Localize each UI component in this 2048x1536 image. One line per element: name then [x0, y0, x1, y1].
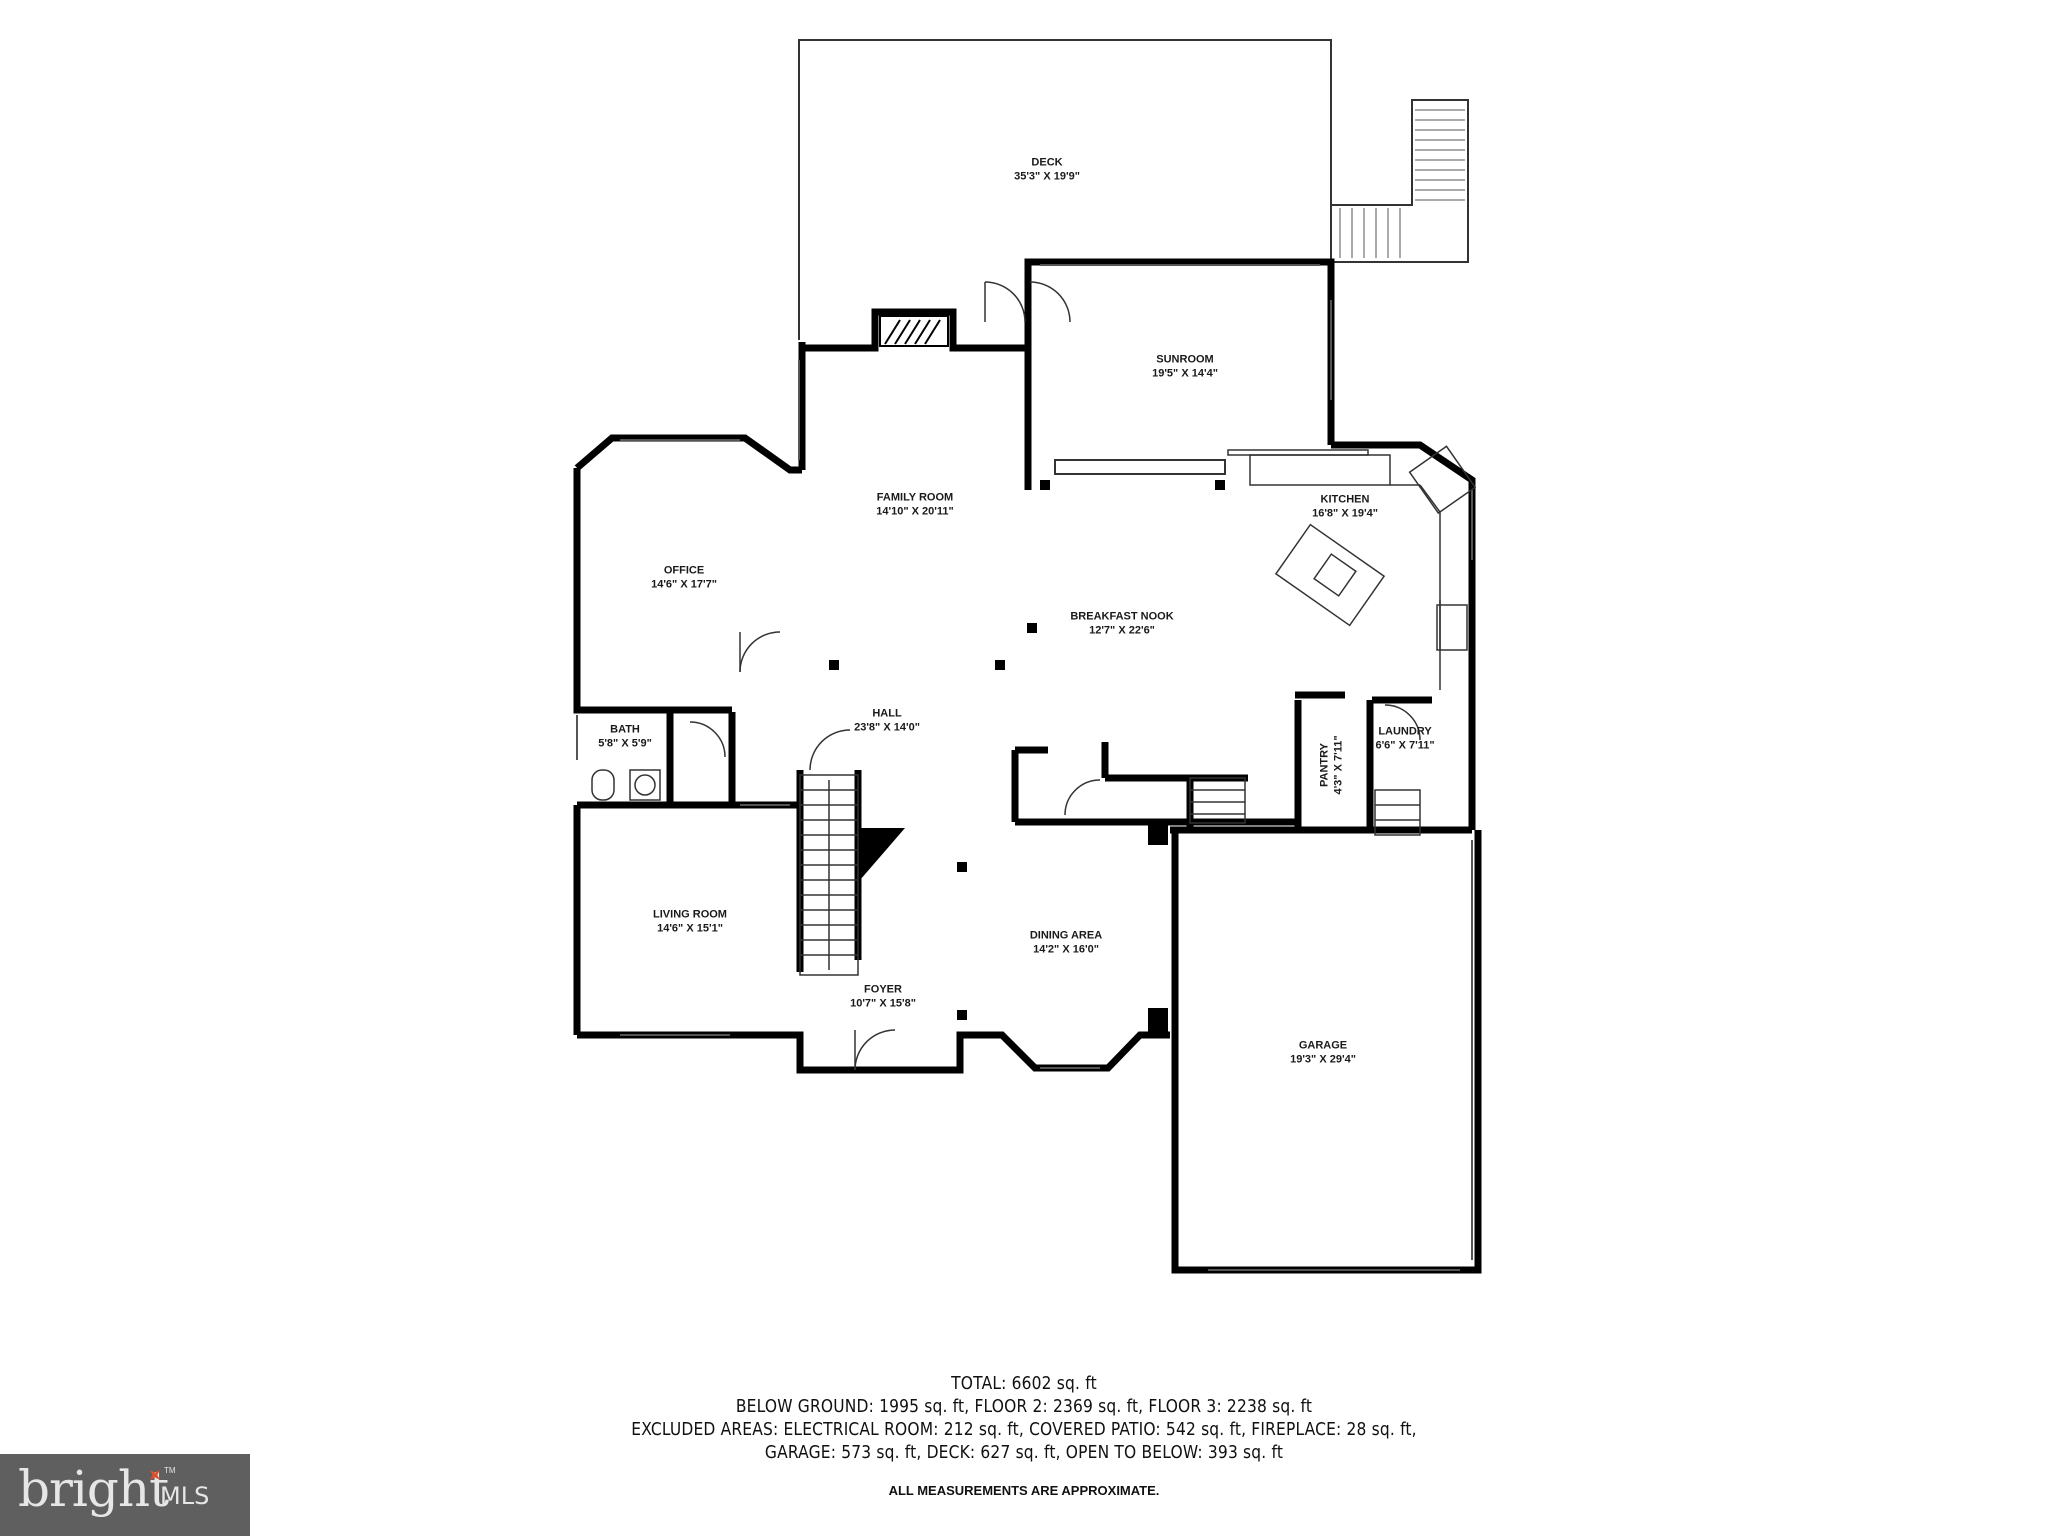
excluded-areas-line-2: GARAGE: 573 sq. ft, DECK: 627 sq. ft, OP… [764, 1442, 1284, 1463]
main-staircase [799, 774, 859, 976]
room-name: SUNROOM [1156, 353, 1214, 366]
logo-mls: MLS [160, 1482, 210, 1510]
logo-trademark: TM [164, 1466, 176, 1475]
room-name: BATH [610, 723, 640, 736]
room-label-breakfast-nook: BREAKFAST NOOK 12'7" X 22'6" [1070, 610, 1173, 638]
doors [689, 281, 1421, 1071]
room-name: FOYER [864, 983, 902, 996]
room-label-foyer: FOYER 10'7" X 15'8" [850, 983, 916, 1011]
room-name: DINING AREA [1029, 929, 1103, 942]
open-to-below [860, 828, 905, 880]
room-dimensions: 19'3" X 29'4" [1290, 1053, 1356, 1065]
measurement-disclaimer: ALL MEASUREMENTS ARE APPROXIMATE. [888, 1483, 1160, 1498]
sunroom-counter [1054, 459, 1226, 475]
room-label-garage: GARAGE 19'3" X 29'4" [1290, 1039, 1356, 1067]
floor-areas: BELOW GROUND: 1995 sq. ft, FLOOR 2: 2369… [735, 1396, 1313, 1417]
room-name: BREAKFAST NOOK [1070, 610, 1174, 623]
total-area: TOTAL: 6602 sq. ft [951, 1373, 1097, 1394]
room-dimensions: 23'8" X 14'0" [854, 721, 920, 733]
room-dimensions: 14'6" X 17'7" [651, 578, 717, 590]
room-label-living-room: LIVING ROOM 14'6" X 15'1" [653, 908, 727, 936]
room-label-pantry: PANTRY 4'3" X 7'11" [1318, 735, 1346, 794]
logo-wordmark: bright [18, 1460, 169, 1518]
room-dimensions: 6'6" X 7'11" [1375, 739, 1435, 751]
room-label-laundry: LAUNDRY 6'6" X 7'11" [1375, 725, 1434, 753]
room-dimensions: 4'3" X 7'11" [1332, 735, 1344, 795]
room-label-bath: BATH 5'8" X 5'9" [598, 723, 652, 751]
room-name: GARAGE [1298, 1039, 1348, 1052]
room-dimensions: 35'3" X 19'9" [1014, 170, 1080, 182]
bath-fixtures [591, 769, 661, 801]
kitchen-counters [1227, 445, 1477, 690]
deck-stairs [1339, 109, 1465, 258]
fireplace [879, 315, 949, 347]
room-name: OFFICE [663, 564, 705, 577]
room-dimensions: 5'8" X 5'9" [598, 737, 652, 749]
room-name: DECK [1031, 156, 1063, 169]
back-stairs [1189, 777, 1421, 836]
room-name: PANTRY [1318, 743, 1331, 787]
deck-outline [798, 39, 1469, 340]
area-summary: TOTAL: 6602 sq. ft BELOW GROUND: 1995 sq… [0, 1372, 2048, 1464]
room-label-deck: DECK 35'3" X 19'9" [1014, 156, 1080, 184]
room-dimensions: 16'8" X 19'4" [1312, 507, 1378, 519]
bright-mls-logo: bright TM MLS [0, 1454, 250, 1536]
room-name: LIVING ROOM [653, 908, 727, 921]
room-label-kitchen: KITCHEN 16'8" X 19'4" [1312, 493, 1378, 521]
excluded-areas-line-1: EXCLUDED AREAS: ELECTRICAL ROOM: 212 sq.… [631, 1419, 1417, 1440]
room-name: FAMILY ROOM [876, 491, 954, 504]
room-label-sunroom: SUNROOM 19'5" X 14'4" [1152, 353, 1218, 381]
room-dimensions: 12'7" X 22'6" [1089, 624, 1155, 636]
room-name: LAUNDRY [1378, 725, 1432, 738]
room-label-hall: HALL 23'8" X 14'0" [854, 707, 920, 735]
room-label-office: OFFICE 14'6" X 17'7" [651, 564, 717, 592]
room-dimensions: 14'6" X 15'1" [657, 922, 723, 934]
room-name: KITCHEN [1320, 493, 1370, 506]
room-dimensions: 19'5" X 14'4" [1152, 367, 1218, 379]
posts [829, 480, 1225, 1036]
room-label-family-room: FAMILY ROOM 14'10" X 20'11" [876, 491, 953, 519]
room-dimensions: 14'10" X 20'11" [876, 505, 954, 517]
room-label-dining-area: DINING AREA 14'2" X 16'0" [1030, 929, 1102, 957]
room-name: HALL [872, 707, 902, 720]
room-dimensions: 10'7" X 15'8" [850, 997, 916, 1009]
windows [576, 264, 1473, 1271]
room-dimensions: 14'2" X 16'0" [1033, 943, 1099, 955]
